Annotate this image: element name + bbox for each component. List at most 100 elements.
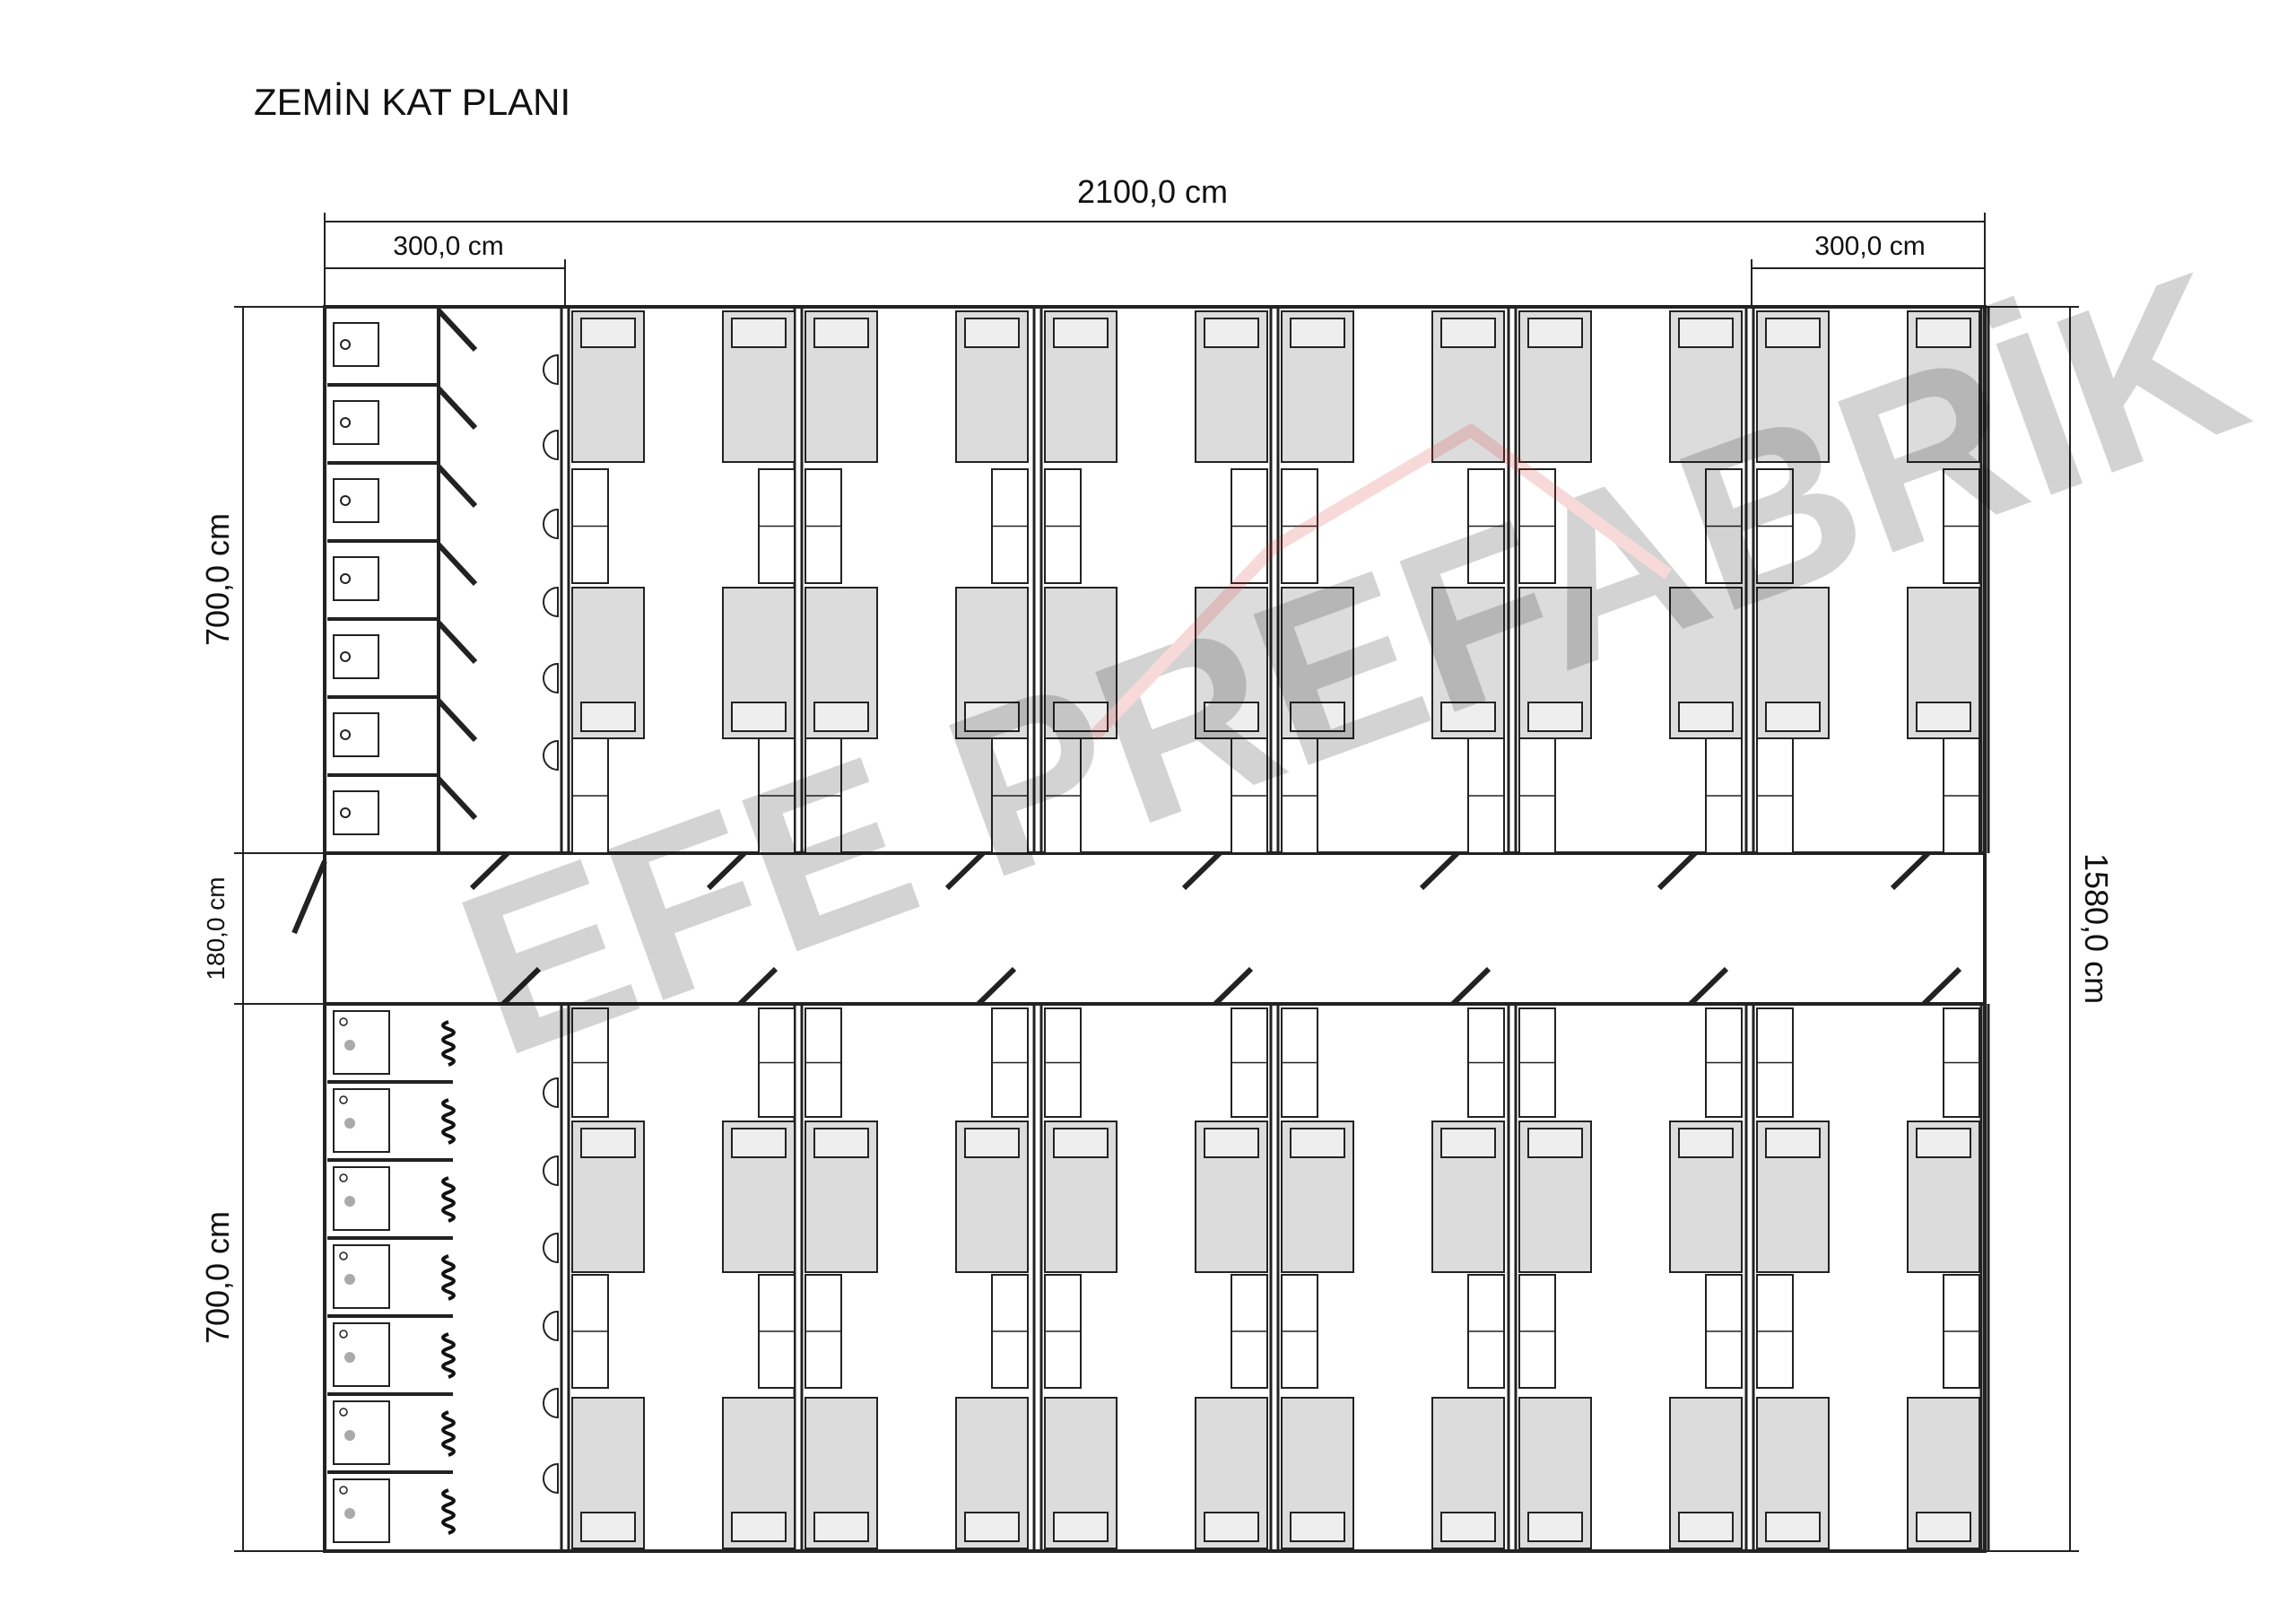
pillow-icon <box>1290 1128 1345 1158</box>
toilet-drain-icon <box>340 495 351 506</box>
shower-drain-icon <box>339 1330 348 1339</box>
corridor-door <box>1921 966 1962 1007</box>
corridor-door <box>1688 966 1729 1007</box>
shower-tray-icon <box>333 1010 390 1075</box>
toilet-door <box>436 620 478 665</box>
shower-curtain-icon <box>441 1488 456 1535</box>
toilet-drain-icon <box>340 573 351 584</box>
dim-corridor: 180,0 cm <box>202 876 230 980</box>
shower-tray-icon <box>333 1166 390 1231</box>
pillow-icon <box>1527 318 1583 348</box>
pillow-icon <box>1290 318 1345 348</box>
pillow-icon <box>1204 318 1259 348</box>
dim-top-depth: 700,0 cm <box>199 513 236 646</box>
pillow-icon <box>1204 1512 1259 1542</box>
pillow-icon <box>1765 318 1821 348</box>
pillow-icon <box>1765 1512 1821 1542</box>
shower-curtain-icon <box>441 1332 456 1379</box>
shower-curtain-icon <box>441 1098 456 1145</box>
shower-head-icon <box>344 1040 355 1051</box>
pillow-icon <box>1527 702 1583 732</box>
pillow-icon <box>1678 1128 1734 1158</box>
pillow-icon <box>580 1128 636 1158</box>
shower-head-icon <box>344 1196 355 1207</box>
pillow-icon <box>1053 1512 1109 1542</box>
sink-icon <box>543 1155 559 1187</box>
pillow-icon <box>964 1128 1020 1158</box>
pillow-icon <box>1440 702 1496 732</box>
pillow-icon <box>1916 1128 1971 1158</box>
dim-left-module: 300,0 cm <box>393 231 503 261</box>
corridor-door <box>737 966 778 1007</box>
building-outline <box>323 305 1987 1553</box>
shower-curtain-icon <box>441 1254 456 1301</box>
squat-toilet-icon <box>333 790 379 835</box>
pillow-icon <box>1678 702 1734 732</box>
entrance-door <box>291 859 327 935</box>
pillow-icon <box>1678 1512 1734 1542</box>
pillow-icon <box>1204 1128 1259 1158</box>
shower-drain-icon <box>339 1095 348 1104</box>
toilet-drain-icon <box>340 417 351 428</box>
page-title: ZEMİN KAT PLANI <box>254 81 570 123</box>
pillow-icon <box>1290 702 1345 732</box>
corridor-door <box>1181 850 1222 891</box>
pillow-icon <box>1678 318 1734 348</box>
pillow-icon <box>731 1512 787 1542</box>
pillow-icon <box>1204 702 1259 732</box>
toilet-door <box>436 542 478 587</box>
pillow-icon <box>1440 318 1496 348</box>
shower-curtain-icon <box>441 1020 456 1067</box>
shower-head-icon <box>344 1352 355 1363</box>
pillow-icon <box>1290 1512 1345 1542</box>
corridor-door <box>1657 850 1698 891</box>
sink-icon <box>543 429 559 461</box>
sink-icon <box>543 1387 559 1419</box>
corridor-door <box>469 850 510 891</box>
sink-icon <box>543 586 559 618</box>
pillow-icon <box>964 702 1020 732</box>
toilet-door <box>436 776 478 821</box>
shower-tray-icon <box>333 1400 390 1465</box>
pillow-icon <box>1916 1512 1971 1542</box>
pillow-icon <box>1916 318 1971 348</box>
pillow-icon <box>1765 702 1821 732</box>
pillow-icon <box>1053 318 1109 348</box>
toilet-door <box>436 464 478 509</box>
shower-curtain-icon <box>441 1410 456 1457</box>
sink-icon <box>543 508 559 540</box>
shower-drain-icon <box>339 1251 348 1260</box>
dim-total-depth: 1580,0 cm <box>2078 853 2115 1004</box>
pillow-icon <box>580 318 636 348</box>
shower-tray-icon <box>333 1322 390 1387</box>
toilet-door <box>436 386 478 431</box>
shower-drain-icon <box>339 1486 348 1495</box>
pillow-icon <box>1440 1512 1496 1542</box>
corridor-door <box>706 850 747 891</box>
toilet-drain-icon <box>340 339 351 350</box>
pillow-icon <box>964 318 1020 348</box>
sink-icon <box>543 1232 559 1264</box>
pillow-icon <box>731 1128 787 1158</box>
pillow-icon <box>1765 1128 1821 1158</box>
corridor-door <box>1450 966 1492 1007</box>
pillow-icon <box>964 1512 1020 1542</box>
sink-icon <box>543 1462 559 1495</box>
pillow-icon <box>1527 1512 1583 1542</box>
pillow-icon <box>813 318 869 348</box>
pillow-icon <box>813 702 869 732</box>
sink-icon <box>543 1310 559 1342</box>
pillow-icon <box>580 702 636 732</box>
dim-total-width: 2100,0 cm <box>1077 173 1228 210</box>
shower-drain-icon <box>339 1173 348 1182</box>
shower-curtain-icon <box>441 1176 456 1223</box>
corridor-door <box>1890 850 1931 891</box>
pillow-icon <box>813 1128 869 1158</box>
pillow-icon <box>1527 1128 1583 1158</box>
pillow-icon <box>1916 702 1971 732</box>
shower-head-icon <box>344 1118 355 1129</box>
watermark-roof-icon <box>1089 423 1673 740</box>
toilet-drain-icon <box>340 729 351 740</box>
corridor-door <box>1419 850 1460 891</box>
